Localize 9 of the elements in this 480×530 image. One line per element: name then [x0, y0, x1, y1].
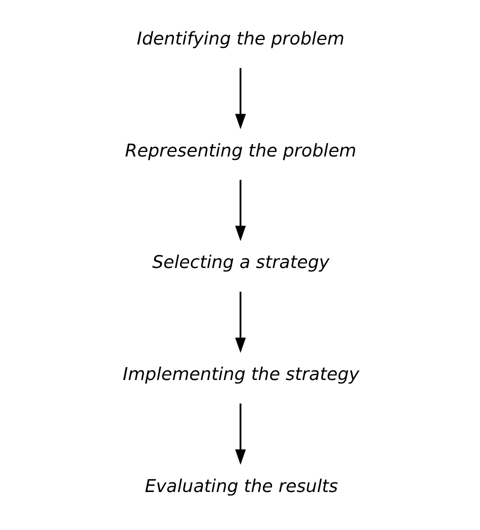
node-text: Implementing the strategy	[122, 364, 359, 385]
arrow	[234, 404, 246, 465]
node-text: Representing the problem	[124, 141, 356, 162]
node-text: Selecting a strategy	[152, 253, 330, 274]
node-text: Evaluating the results	[144, 476, 338, 497]
arrow	[234, 68, 246, 130]
arrow	[234, 180, 246, 242]
arrow	[234, 292, 246, 353]
node-text: Identifying the problem	[136, 29, 344, 50]
